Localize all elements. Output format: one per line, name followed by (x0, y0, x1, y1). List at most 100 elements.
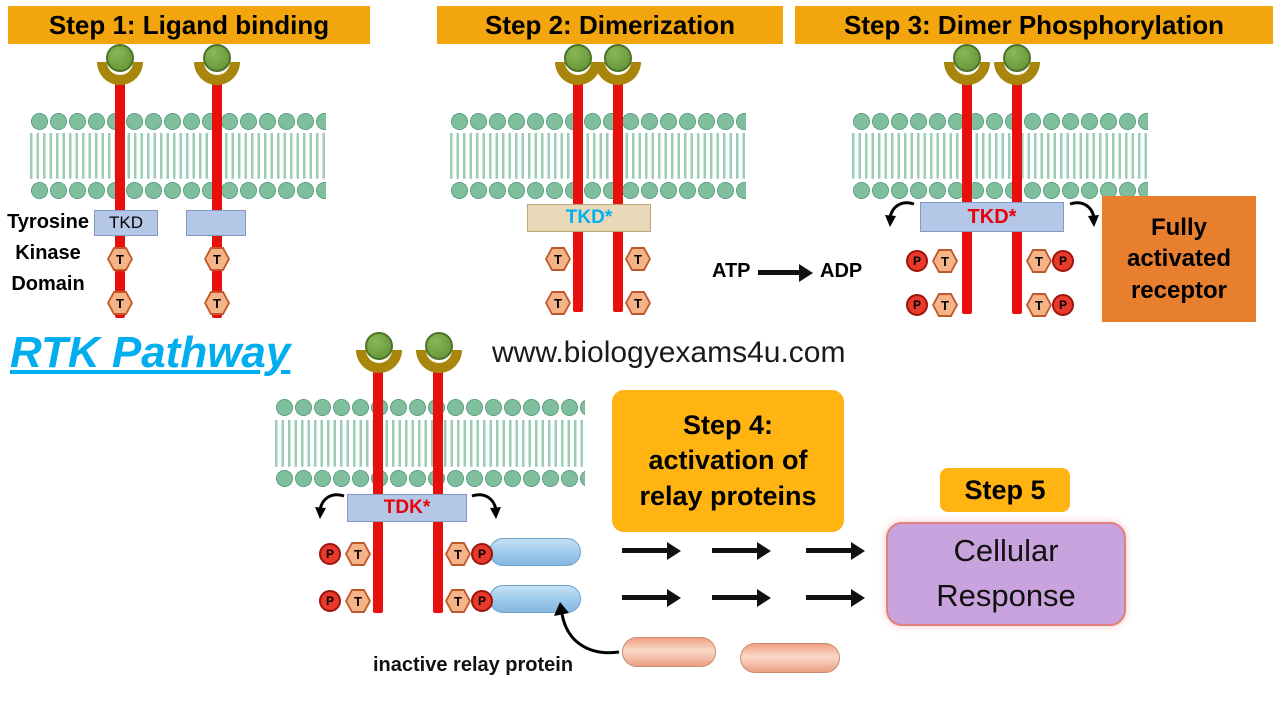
tyrosine-residue: T (625, 291, 651, 315)
phosphate-group: P (906, 250, 928, 272)
tyrosine-letter: T (554, 251, 562, 267)
tyrosine-residue: T (345, 589, 371, 613)
tyrosine-residue: T (107, 291, 133, 315)
tyrosine-residue: T (445, 542, 471, 566)
phosphorylation-curved-arrow-icon (1069, 201, 1099, 227)
tyrosine-letter: T (454, 546, 462, 562)
phosphorylation-curved-arrow-icon (885, 201, 915, 227)
tyrosine-letter: T (634, 295, 642, 311)
tyrosine-residue: T (932, 293, 958, 317)
signal-arrow (712, 595, 758, 600)
tyrosine-letter: T (213, 295, 221, 311)
receptor-stalk (212, 78, 222, 318)
inactive-relay-protein-label: inactive relay protein (373, 654, 574, 676)
tyrosine-letter: T (354, 546, 362, 562)
tyrosine-letter: T (116, 295, 124, 311)
tyrosine-letter: T (1035, 253, 1043, 269)
tyrosine-letter: T (354, 593, 362, 609)
inactive-relay-protein (622, 637, 716, 667)
receptor-binding-cup (555, 62, 601, 85)
receptor-stalk (573, 78, 583, 312)
receptor-stalk (613, 78, 623, 312)
tyrosine-letter: T (454, 593, 462, 609)
tyrosine-letter: T (1035, 297, 1043, 313)
atp-adp-arrow (758, 270, 800, 275)
tyrosine-residue: T (1026, 293, 1052, 317)
tkd-box: TKD (94, 210, 158, 236)
receptor-binding-cup (356, 350, 402, 373)
phosphate-group: P (1052, 294, 1074, 316)
phosphate-group: P (471, 590, 493, 612)
cell-membrane (450, 112, 746, 200)
step1-header: Step 1: Ligand binding (8, 6, 370, 44)
signal-arrow (622, 548, 668, 553)
phosphate-letter: P (1058, 298, 1067, 312)
cell-membrane (852, 112, 1148, 200)
receptor-binding-cup (944, 62, 990, 85)
tyrosine-letter: T (554, 295, 562, 311)
atp-label: ATP (712, 260, 751, 282)
receptor-stalk (1012, 78, 1022, 314)
watermark: www.biologyexams4u.com (492, 336, 846, 369)
tyrosine-residue: T (445, 589, 471, 613)
receptor-stalk (962, 78, 972, 314)
receptor-stalk (115, 78, 125, 318)
cell-membrane (275, 398, 585, 488)
tyrosine-residue: T (107, 247, 133, 271)
tyrosine-residue: T (545, 247, 571, 271)
phosphate-letter: P (1058, 254, 1067, 268)
receptor-binding-cup (97, 62, 143, 85)
phosphate-group: P (471, 543, 493, 565)
phosphorylation-curved-arrow-icon (315, 493, 345, 519)
phosphate-letter: P (325, 547, 334, 561)
receptor-binding-cup (994, 62, 1040, 85)
tyrosine-kinase-domain-label: Tyrosine Kinase Domain (7, 211, 89, 295)
phosphate-group: P (1052, 250, 1074, 272)
tkd-box-unlabeled (186, 210, 246, 236)
receptor-binding-cup (416, 350, 462, 373)
tyrosine-letter: T (213, 251, 221, 267)
tyrosine-residue: T (204, 247, 230, 271)
cell-membrane (30, 112, 326, 200)
tyrosine-letter: T (941, 253, 949, 269)
phosphate-group: P (319, 543, 341, 565)
signal-arrow (622, 595, 668, 600)
tyrosine-letter: T (941, 297, 949, 313)
tyrosine-residue: T (204, 291, 230, 315)
receptor-stalk (433, 366, 443, 613)
step5-header: Step 5 (940, 468, 1070, 512)
adp-label: ADP (820, 260, 863, 282)
tyrosine-residue: T (545, 291, 571, 315)
tkd-activated-box: TKD* (920, 202, 1064, 232)
tkd-activated-box: TKD* (527, 204, 651, 232)
phosphate-group: P (319, 590, 341, 612)
step4-header: Step 4: activation of relay proteins (612, 390, 844, 532)
phosphate-letter: P (477, 547, 486, 561)
page-title: RTK Pathway (10, 328, 291, 377)
phosphate-group: P (906, 294, 928, 316)
receptor-binding-cup (595, 62, 641, 85)
phosphate-letter: P (477, 594, 486, 608)
tyrosine-residue: T (625, 247, 651, 271)
tdk-activated-box: TDK* (347, 494, 467, 522)
tyrosine-residue: T (345, 542, 371, 566)
tyrosine-residue: T (932, 249, 958, 273)
fully-activated-receptor-box: Fully activated receptor (1102, 196, 1256, 322)
active-relay-protein (489, 538, 581, 566)
tyrosine-letter: T (634, 251, 642, 267)
phosphate-letter: P (912, 254, 921, 268)
phosphate-letter: P (912, 298, 921, 312)
tyrosine-letter: T (116, 251, 124, 267)
step2-header: Step 2: Dimerization (437, 6, 783, 44)
inactive-relay-arrow-icon (554, 602, 620, 655)
phosphate-letter: P (325, 594, 334, 608)
receptor-binding-cup (194, 62, 240, 85)
signal-arrow (806, 595, 852, 600)
signal-arrow (712, 548, 758, 553)
step3-header: Step 3: Dimer Phosphorylation (795, 6, 1273, 44)
tyrosine-residue: T (1026, 249, 1052, 273)
inactive-relay-protein (740, 643, 840, 673)
phosphorylation-curved-arrow-icon (471, 493, 501, 519)
receptor-stalk (373, 366, 383, 613)
